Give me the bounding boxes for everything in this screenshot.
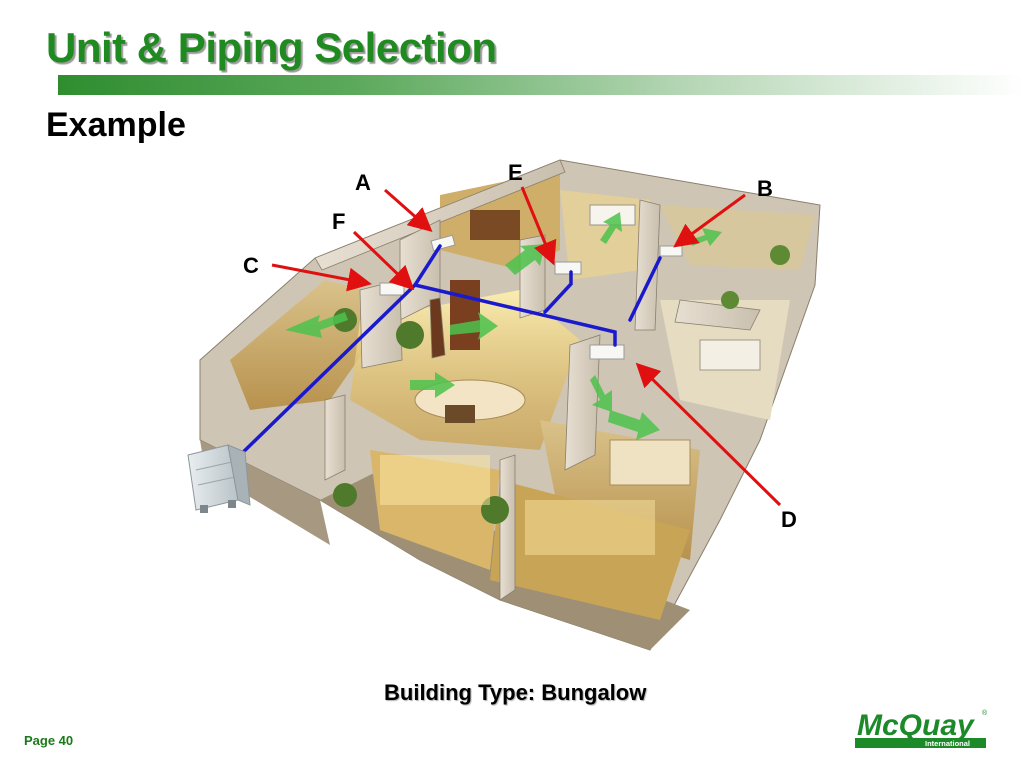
callout-label-f: F xyxy=(332,209,346,234)
title-underline-bar xyxy=(58,75,1024,95)
svg-text:McQuay: McQuay xyxy=(857,709,975,742)
figure-caption: Building Type: Bungalow xyxy=(384,680,647,705)
svg-text:®: ® xyxy=(982,709,988,717)
page-number: Page 40 xyxy=(24,733,74,748)
refrigerant-piping xyxy=(231,244,662,464)
callout-label-b: B xyxy=(757,176,773,201)
slide-subtitle: Example xyxy=(46,106,186,144)
callout-label-d: D xyxy=(781,507,797,532)
callout-label-a: A xyxy=(355,170,371,195)
callout-arrows xyxy=(271,186,782,507)
svg-text:International: International xyxy=(925,739,970,748)
callout-label-c: C xyxy=(243,253,259,278)
house-interior-walls xyxy=(314,159,761,601)
mcquay-logo: McQuay ® International xyxy=(855,705,988,749)
slide-title: Unit & Piping Selection xyxy=(46,24,497,71)
callout-label-e: E xyxy=(508,160,523,185)
airflow-arrows xyxy=(285,212,722,440)
outdoor-unit xyxy=(187,444,251,513)
